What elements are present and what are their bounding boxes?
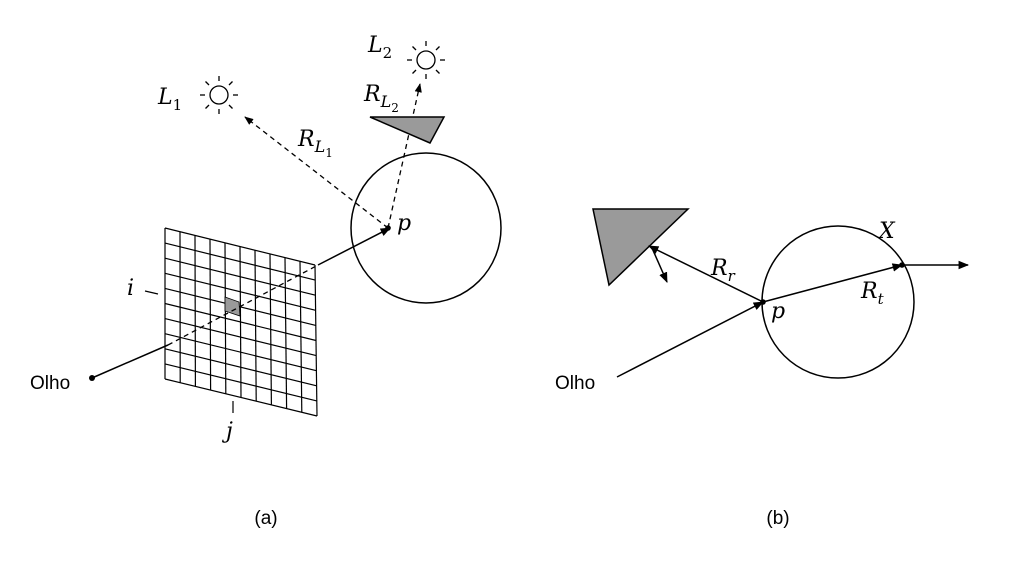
caption-a: (a) bbox=[254, 508, 277, 529]
exit-label-x: X bbox=[877, 219, 896, 244]
sun-icon-light1 bbox=[200, 76, 238, 114]
point-p-label-a: p bbox=[397, 211, 411, 236]
grid-row-line bbox=[164, 302, 317, 342]
point-p-label-b: p bbox=[771, 299, 785, 324]
grid-row-line bbox=[164, 227, 316, 266]
occluder-triangle-b bbox=[592, 208, 690, 287]
eye-ray-through-grid bbox=[167, 264, 319, 346]
grid-row-line bbox=[164, 272, 316, 311]
transmitted-ray bbox=[762, 263, 904, 303]
pixel-grid bbox=[164, 227, 318, 417]
eye-label-b: Olho bbox=[555, 373, 595, 394]
reflected-ray-label: Rr bbox=[710, 256, 736, 285]
transmitted-ray-label: Rt bbox=[860, 279, 885, 308]
light1-label: L1 bbox=[157, 85, 182, 114]
row-label-i: i bbox=[127, 276, 134, 301]
grid-row-line bbox=[164, 318, 317, 357]
eye-ray-front bbox=[91, 344, 169, 379]
shadow-ray-light1 bbox=[244, 116, 389, 229]
grid-row-line bbox=[164, 378, 318, 417]
ray-light2-label: RL2 bbox=[363, 82, 399, 115]
eye-ray-to-point bbox=[317, 227, 391, 266]
row-tick-i bbox=[144, 290, 159, 295]
sphere-a bbox=[350, 152, 502, 304]
eye-ray-b bbox=[616, 301, 764, 378]
exit-point-x bbox=[899, 262, 905, 268]
caption-b: (b) bbox=[766, 508, 789, 529]
grid-row-line bbox=[164, 257, 316, 296]
eye-point-dot bbox=[89, 375, 95, 381]
light2-label: L2 bbox=[367, 33, 392, 62]
grid-row-line bbox=[164, 348, 317, 387]
sun-icon-light2 bbox=[407, 41, 445, 79]
ray-light1-label: RL1 bbox=[297, 127, 333, 160]
col-label-j: j bbox=[221, 419, 233, 444]
eye-label-a: Olho bbox=[30, 373, 70, 394]
intersection-point-p-b bbox=[760, 299, 766, 305]
grid-row-line bbox=[164, 333, 317, 372]
triangle-normal bbox=[651, 247, 668, 283]
reflected-ray bbox=[648, 245, 764, 303]
occluder-triangle-a bbox=[369, 116, 446, 144]
grid-row-line bbox=[164, 363, 317, 402]
panel-b: Rr Rt X p Olho (b) bbox=[555, 208, 970, 529]
panel-a: L1 L2 RL1 RL2 p i j Olho (a) bbox=[30, 33, 502, 529]
shadow-ray-light2 bbox=[387, 83, 422, 229]
grid-row-line bbox=[164, 242, 316, 281]
highlighted-pixel bbox=[224, 296, 241, 317]
